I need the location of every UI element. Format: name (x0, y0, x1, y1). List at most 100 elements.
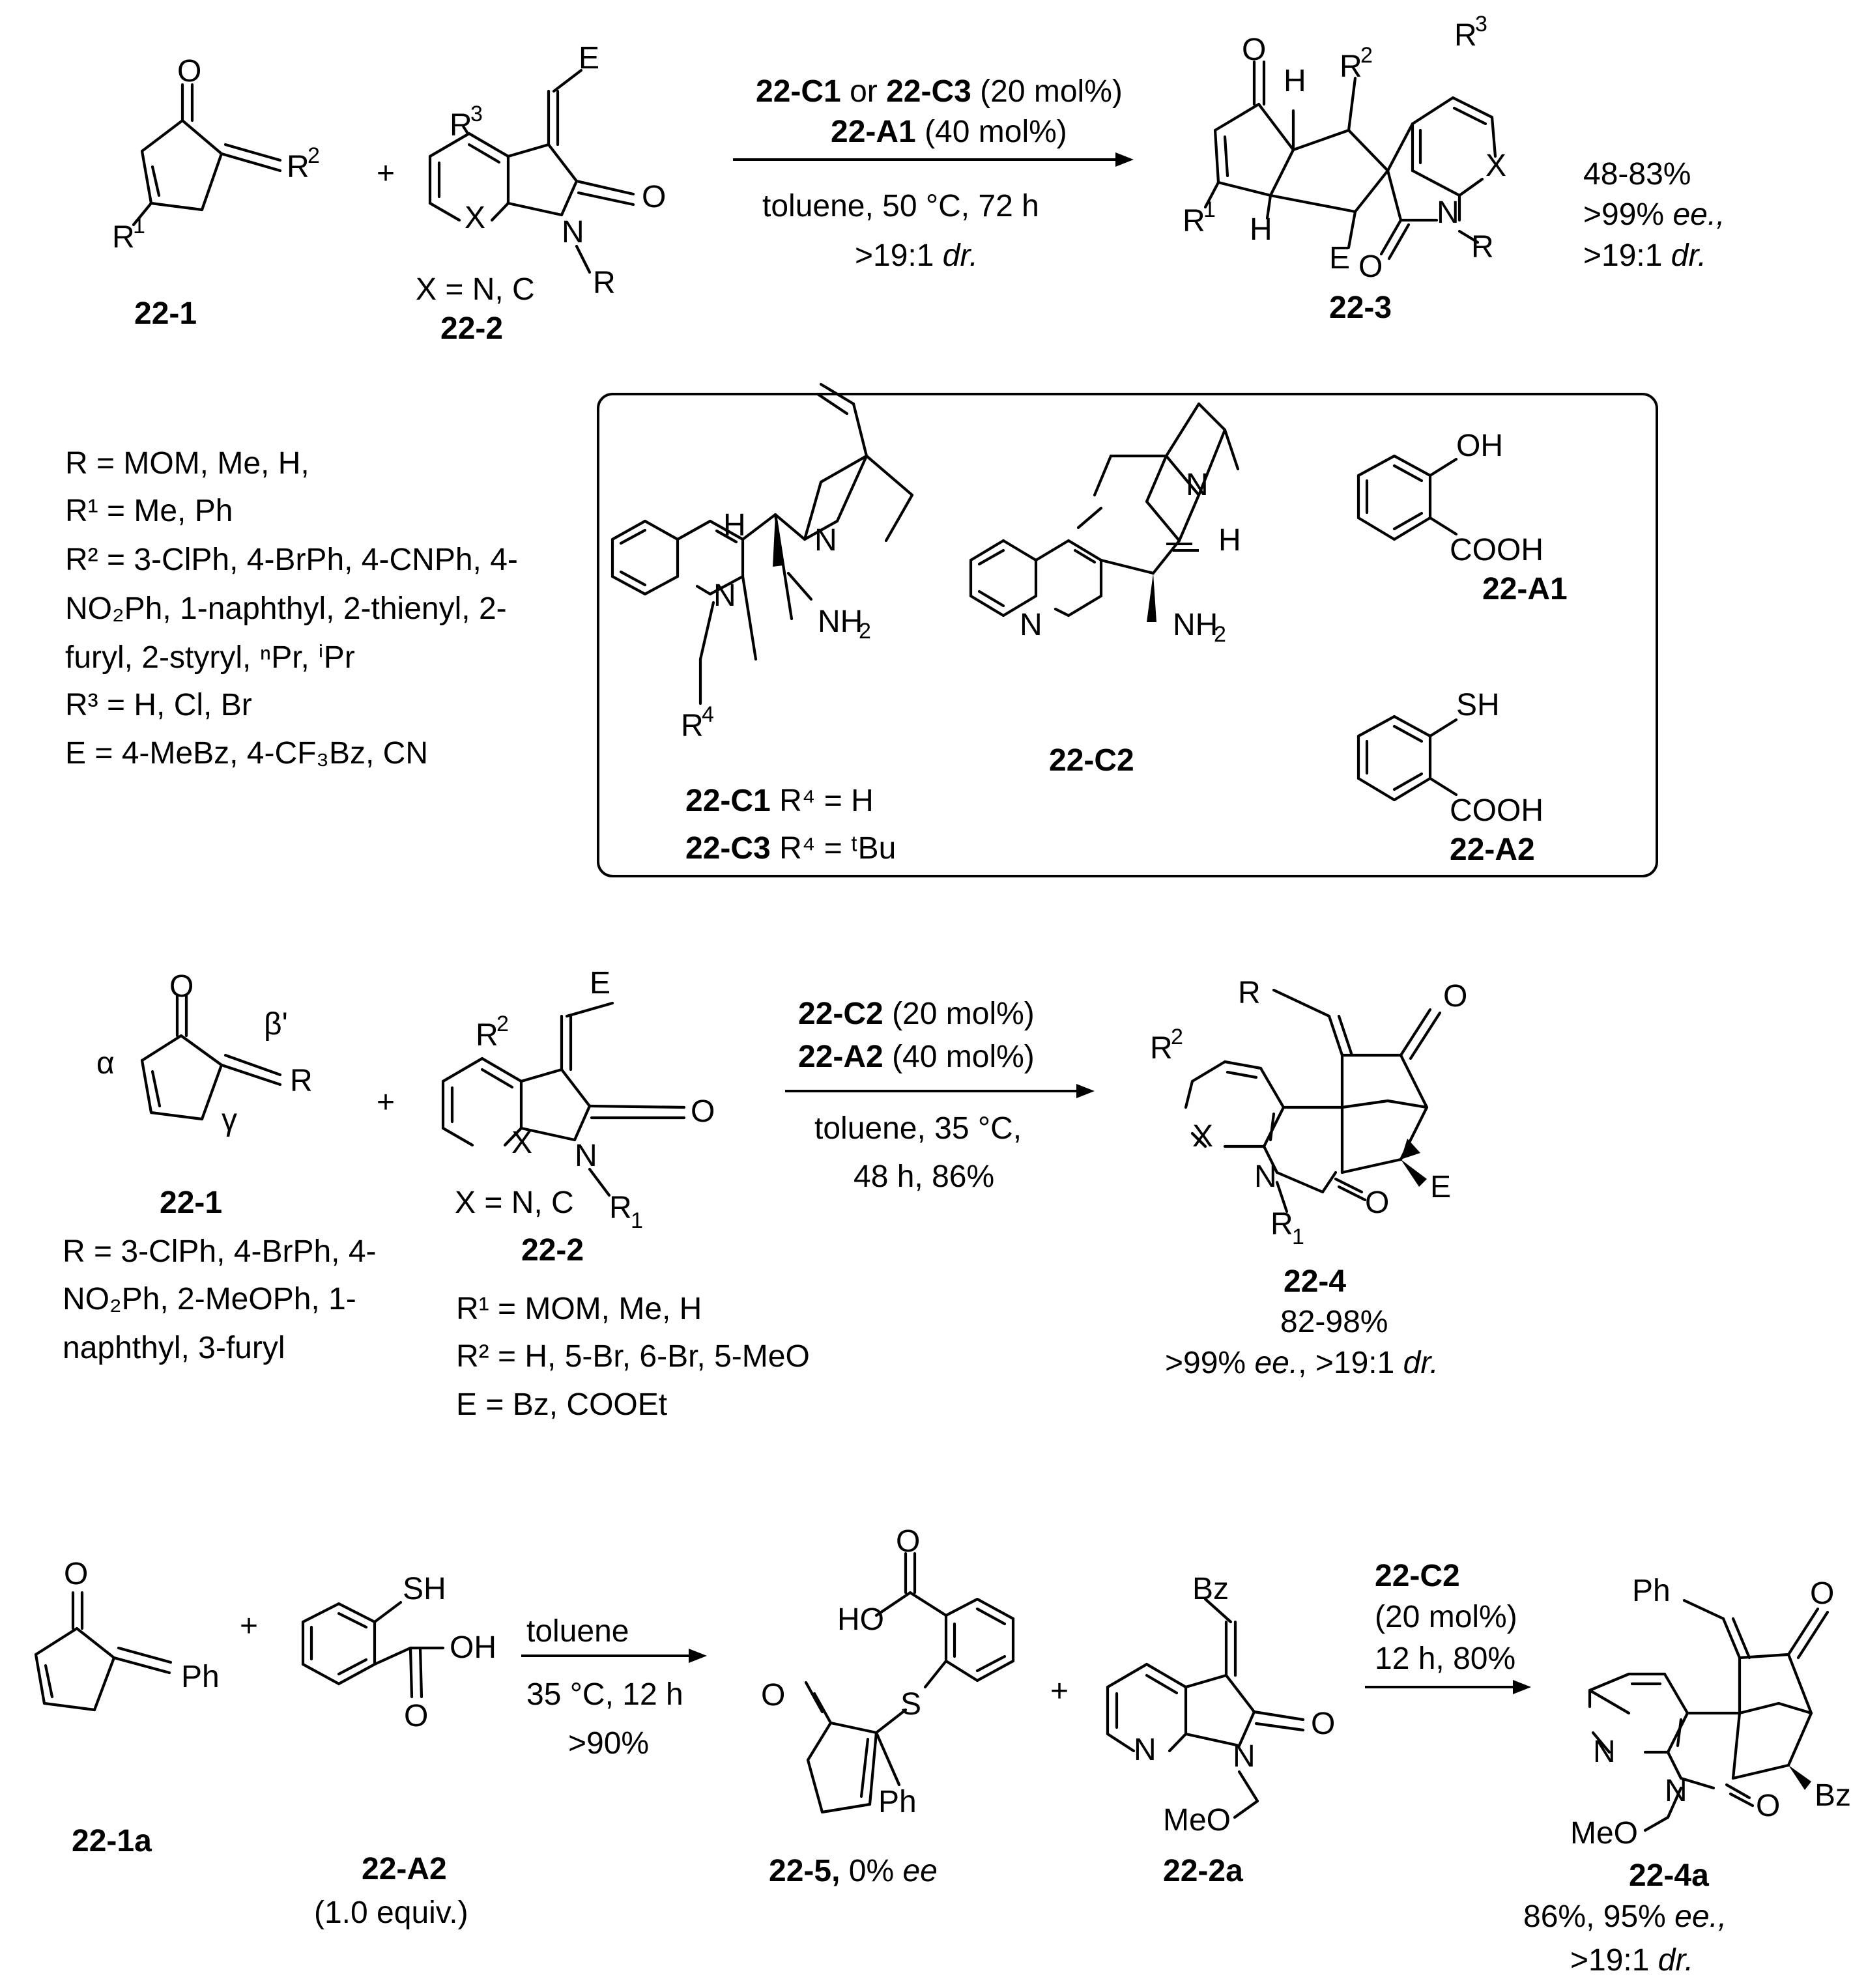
equiv-label: (1.0 equiv.) (314, 1896, 468, 1930)
svg-text:O: O (1810, 1576, 1834, 1611)
svg-text:4: 4 (702, 702, 714, 727)
reaction-arrow-3 (521, 1649, 707, 1663)
label-22-A2-b: 22-A2 (362, 1852, 447, 1886)
svg-text:N: N (1437, 195, 1459, 230)
svg-text:OH: OH (450, 1630, 496, 1665)
structure-22-3: O H R2 R3 X N R R1 H E O 22-3 (1183, 12, 1506, 325)
result-4a-ee: 86%, 95% ee., (1523, 1899, 1727, 1934)
svg-text:O: O (642, 180, 666, 214)
result-4a-dr: >19:1 dr. (1570, 1943, 1693, 1978)
svg-text:N: N (1233, 1739, 1256, 1774)
svg-text:COOH: COOH (1450, 793, 1543, 828)
e-def-2: E = Bz, COOEt (456, 1387, 667, 1422)
svg-text:N: N (1593, 1735, 1616, 1769)
label-22-4: 22-4 (1284, 1264, 1346, 1299)
svg-text:H: H (1284, 64, 1306, 98)
svg-text:O: O (169, 969, 194, 1004)
result-1-dr: >19:1 dr. (1583, 238, 1706, 273)
svg-text:O: O (691, 1094, 715, 1129)
svg-text:γ: γ (222, 1103, 237, 1137)
label-22-3: 22-3 (1329, 291, 1392, 325)
svg-text:R: R (1454, 18, 1477, 53)
svg-text:MeO: MeO (1163, 1803, 1231, 1838)
r-def-2-line-3: naphthyl, 3-furyl (63, 1331, 285, 1365)
structure-22-A1: OH COOH 22-A1 (1356, 429, 1568, 606)
svg-text:X: X (1486, 149, 1506, 183)
svg-text:O: O (761, 1678, 785, 1712)
result-2-ee-dr: >99% ee., >19:1 dr. (1165, 1346, 1439, 1380)
svg-text:1: 1 (1292, 1225, 1304, 1249)
svg-text:Ph: Ph (878, 1785, 917, 1819)
svg-text:Bz: Bz (1192, 1572, 1229, 1606)
conditions-2-line-4: 48 h, 86% (854, 1159, 994, 1194)
svg-text:E: E (579, 41, 599, 76)
svg-text:N: N (713, 578, 736, 613)
svg-text:R: R (1238, 976, 1261, 1010)
svg-text:X: X (1192, 1119, 1213, 1154)
svg-text:H: H (723, 508, 746, 543)
svg-text:NO₂Ph, 1-naphthyl, 2-thienyl,: NO₂Ph, 1-naphthyl, 2-thienyl, 2- (65, 591, 507, 626)
svg-text:2: 2 (1171, 1025, 1183, 1049)
conditions-4-line-3: 12 h, 80% (1375, 1641, 1515, 1676)
svg-text:O: O (1443, 979, 1467, 1014)
label-22-C2: 22-C2 (1049, 743, 1134, 778)
svg-text:N: N (1134, 1733, 1156, 1767)
structure-22-2: E O N R X R3 X = N, C 22-2 (416, 41, 666, 346)
svg-text:α: α (96, 1046, 115, 1081)
svg-text:R: R (450, 108, 472, 143)
r2-def-2: R² = H, 5-Br, 6-Br, 5-MeO (456, 1339, 810, 1374)
svg-text:MeO: MeO (1570, 1816, 1638, 1851)
svg-text:X: X (511, 1126, 532, 1160)
r-def-2-line-1: R = 3-ClPh, 4-BrPh, 4- (63, 1234, 377, 1269)
svg-text:NH: NH (818, 604, 863, 639)
label-22-A2: 22-A2 (1450, 832, 1535, 867)
svg-text:SH: SH (403, 1572, 446, 1606)
substituent-definitions-1: R = MOM, Me, H, R¹ = Me, Ph R² = 3-ClPh,… (65, 446, 518, 771)
svg-text:O: O (896, 1524, 920, 1559)
svg-text:N: N (1254, 1159, 1277, 1194)
conditions-2-line-3: toluene, 35 °C, (814, 1111, 1022, 1146)
svg-text:Ph: Ph (1632, 1574, 1671, 1608)
x-definition: X = N, C (416, 272, 535, 307)
plus-sign: + (377, 156, 395, 191)
svg-text:COOH: COOH (1450, 533, 1543, 567)
svg-text:N: N (1020, 608, 1042, 642)
r1-def-2: R¹ = MOM, Me, H (456, 1292, 702, 1326)
svg-text:3: 3 (470, 102, 483, 126)
svg-text:R: R (287, 150, 309, 184)
plus-sign-3: + (240, 1609, 258, 1643)
svg-text:R: R (1150, 1031, 1173, 1066)
svg-text:E: E (1430, 1170, 1451, 1204)
structure-22-C1: N N H NH2 R4 22-C1 R⁴ = H 22-C3 R⁴ = ᵗBu (610, 382, 914, 866)
svg-text:1: 1 (133, 214, 145, 238)
svg-text:2: 2 (308, 143, 320, 168)
svg-text:E = 4-MeBz, 4-CF₃Bz, CN: E = 4-MeBz, 4-CF₃Bz, CN (65, 736, 428, 771)
svg-text:SH: SH (1456, 688, 1500, 722)
svg-text:R: R (609, 1191, 632, 1225)
label-22-5: 22-5, 0% ee (769, 1854, 938, 1888)
structure-22-1: O R2 R1 22-1 (112, 54, 320, 331)
svg-text:2: 2 (1360, 43, 1373, 68)
structure-22-1-b: O R α β' γ 22-1 (96, 969, 313, 1220)
svg-text:R: R (593, 266, 616, 300)
label-22-1-b: 22-1 (160, 1186, 222, 1220)
result-1-yield: 48-83% (1583, 157, 1691, 192)
reaction-arrow-4 (1365, 1680, 1531, 1694)
label-22-2a: 22-2a (1163, 1854, 1243, 1888)
structure-22-A2-b: SH OH O 22-A2 (1.0 equiv.) (301, 1572, 496, 1930)
svg-text:2: 2 (496, 1012, 509, 1036)
reaction-arrow-2 (785, 1084, 1095, 1098)
svg-text:3: 3 (1475, 12, 1487, 36)
structure-22-4: R O R2 X N O E R1 22-4 (1150, 976, 1467, 1299)
conditions-2-line-1: 22-C2 (20 mol%) (798, 997, 1035, 1031)
svg-text:HO: HO (837, 1602, 884, 1637)
svg-text:N: N (575, 1139, 597, 1173)
svg-text:R: R (681, 709, 704, 743)
svg-text:NH: NH (1173, 608, 1218, 642)
scheme-1: O R2 R1 22-1 + E O (65, 12, 1725, 771)
svg-text:R: R (1471, 230, 1494, 264)
svg-text:O: O (177, 54, 201, 89)
svg-text:Ph: Ph (181, 1660, 220, 1694)
svg-text:1: 1 (631, 1208, 643, 1233)
